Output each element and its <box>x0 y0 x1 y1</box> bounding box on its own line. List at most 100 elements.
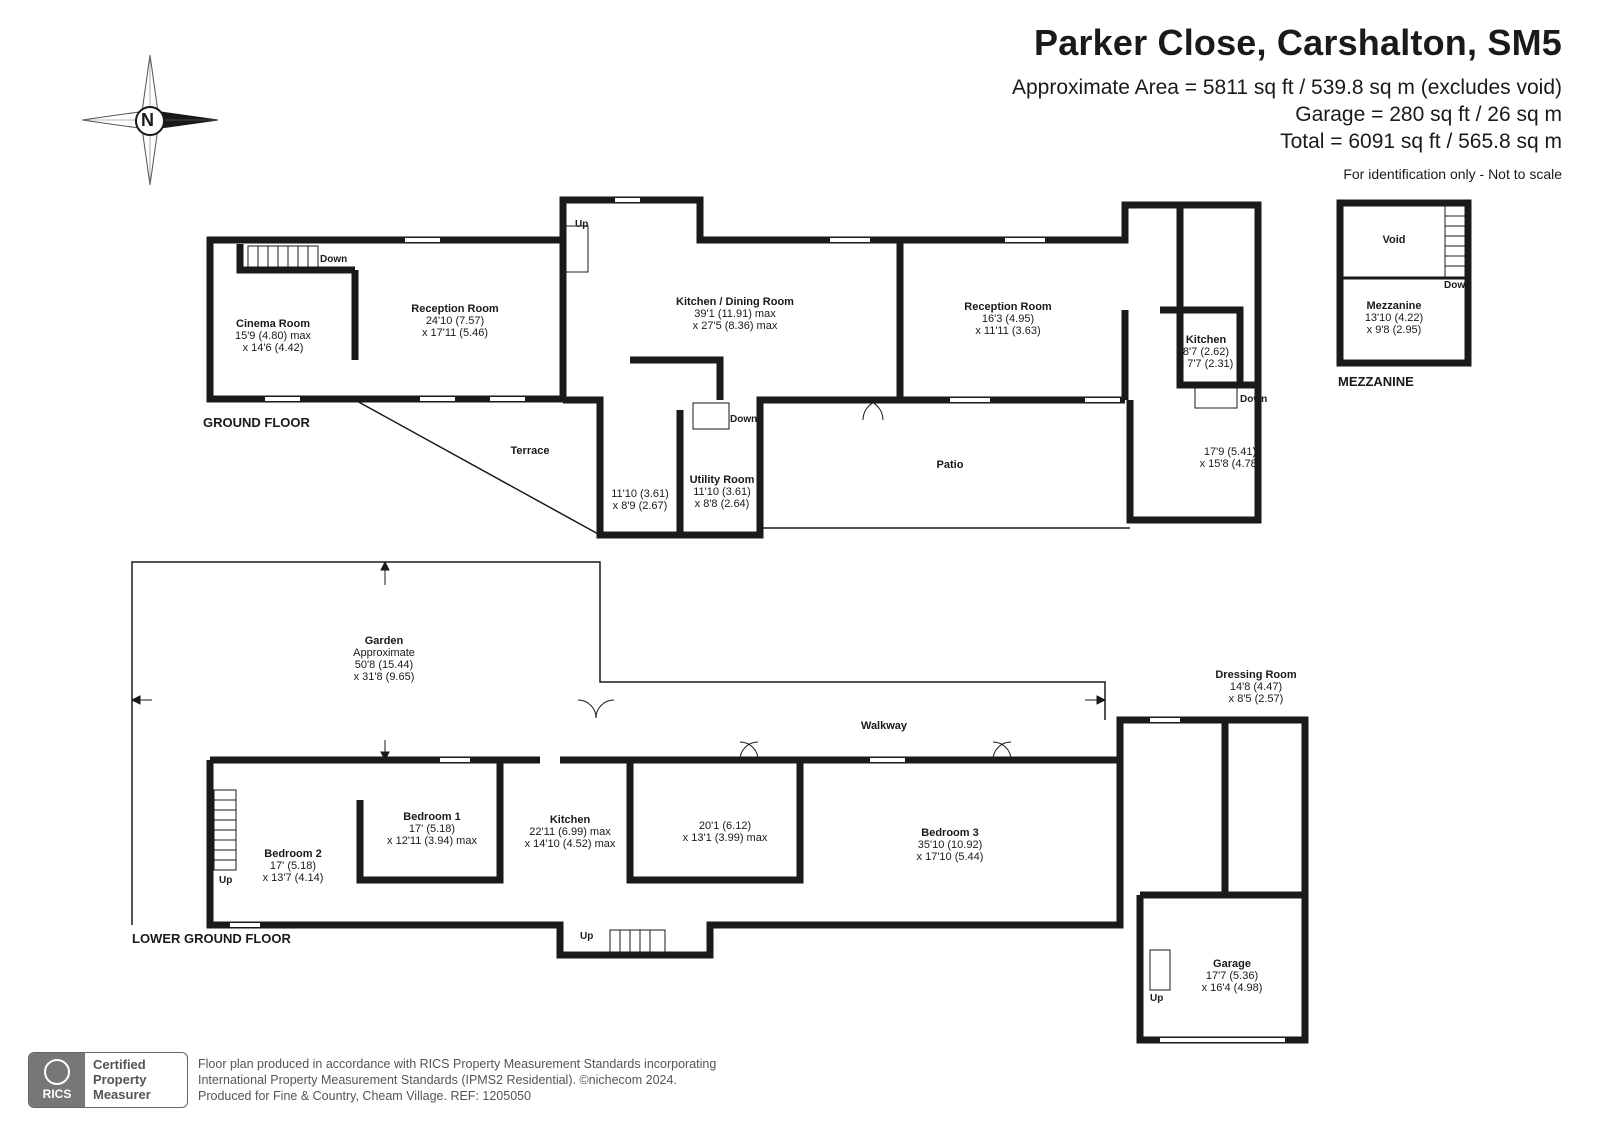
room-dimension: x 17'11 (5.46) <box>421 327 489 339</box>
room-dimension: x 11'11 (3.63) <box>975 325 1041 337</box>
room-name: Bedroom 3 <box>921 827 979 839</box>
rics-logo-icon: RICS <box>29 1053 85 1107</box>
room-dimension: x 7'7 (2.31) <box>1178 358 1234 370</box>
room-dimension: x 8'9 (2.67) <box>612 500 668 512</box>
total-area-line: Total = 6091 sq ft / 565.8 sq m <box>1280 130 1562 153</box>
room-void: Void <box>1382 234 1405 246</box>
room-dimension: x 17'10 (5.44) <box>916 851 984 863</box>
room-name: Dressing Room <box>1215 669 1297 681</box>
footer-line: International Property Measurement Stand… <box>198 1073 677 1087</box>
room-dimension: x 13'7 (4.14) <box>262 872 324 884</box>
footer-line: Floor plan produced in accordance with R… <box>198 1057 717 1071</box>
room-cinema: Cinema Room 15'9 (4.80) max x 14'6 (4.42… <box>235 318 311 354</box>
rics-org-label: RICS <box>42 1087 72 1101</box>
page-title: Parker Close, Carshalton, SM5 <box>1034 22 1562 63</box>
badge-line: Certified <box>93 1057 146 1072</box>
footer-line: Produced for Fine & Country, Cheam Villa… <box>198 1089 532 1103</box>
room-utility: Utility Room 11'10 (3.61) x 8'8 (2.64) <box>690 474 755 510</box>
garage-area-line: Garage = 280 sq ft / 26 sq m <box>1295 103 1562 126</box>
room-dimension: 35'10 (10.92) <box>917 839 983 851</box>
room-dimension: 17' (5.18) <box>269 860 317 872</box>
room-name: Kitchen / Dining Room <box>676 296 794 308</box>
stair-up-label: Up <box>1150 993 1164 1004</box>
room-name: Kitchen <box>1185 334 1227 346</box>
stair-down-label: Down <box>1240 394 1268 405</box>
room-name: Reception Room <box>964 301 1052 313</box>
room-dimension: 11'10 (3.61) <box>693 486 751 498</box>
footer-text: Floor plan produced in accordance with R… <box>198 1056 716 1104</box>
stair-up-label: Up <box>580 931 594 942</box>
room-mezzanine: Mezzanine 13'10 (4.22) x 9'8 (2.95) <box>1365 300 1423 336</box>
room-dimension: x 15'8 (4.78) <box>1199 458 1261 470</box>
stair-up-label: Up <box>219 875 233 886</box>
stair-down-label: Down <box>320 254 348 265</box>
room-unnamed-1110: 11'10 (3.61) x 8'9 (2.67) <box>611 488 669 512</box>
floor-label-ground: GROUND FLOOR <box>203 415 310 430</box>
room-dimension: x 9'8 (2.95) <box>1366 324 1422 336</box>
room-name: Mezzanine <box>1366 300 1422 312</box>
room-dimension: 39'1 (11.91) max <box>694 308 776 320</box>
room-name: Kitchen <box>549 814 591 826</box>
stair-down-label: Down <box>1444 280 1472 291</box>
stair-up-label: Up <box>575 219 589 230</box>
room-garden: Garden Approximate 50'8 (15.44) x 31'8 (… <box>353 635 415 683</box>
room-dimension: 15'9 (4.80) max <box>234 330 312 342</box>
rics-badge: RICS Certified Property Measurer <box>28 1052 188 1108</box>
scale-note: For identification only - Not to scale <box>1343 166 1562 182</box>
outdoor-walkway: Walkway <box>860 720 908 732</box>
room-name: Cinema Room <box>236 318 310 330</box>
room-dimension: x 16'4 (4.98) <box>1201 982 1263 994</box>
room-name: Bedroom 2 <box>264 848 322 860</box>
outdoor-patio: Patio <box>936 459 964 471</box>
floor-label-mezzanine: MEZZANINE <box>1338 374 1414 389</box>
room-note: Approximate <box>353 647 415 659</box>
room-dimension: 24'10 (7.57) <box>425 315 485 327</box>
room-dimension: 17' (5.18) <box>408 823 456 835</box>
room-dimension: 50'8 (15.44) <box>354 659 414 671</box>
room-dimension: x 8'5 (2.57) <box>1228 693 1284 705</box>
room-reception-2: Reception Room 16'3 (4.95) x 11'11 (3.63… <box>964 301 1051 337</box>
stair-down-label: Down <box>730 414 758 425</box>
lower-ground-walls <box>206 716 1309 959</box>
room-bedroom-2: Bedroom 2 17' (5.18) x 13'7 (4.14) <box>263 848 324 884</box>
room-dimension: 17'9 (5.41) <box>1203 446 1257 458</box>
room-dimension: x 8'8 (2.64) <box>694 498 750 510</box>
room-kitchen-dining: Kitchen / Dining Room 39'1 (11.91) max x… <box>676 296 794 332</box>
room-name: Garage <box>1213 958 1251 970</box>
room-reception-1: Reception Room 24'10 (7.57) x 17'11 (5.4… <box>411 303 498 339</box>
room-dimension: 20'1 (6.12) <box>698 820 752 832</box>
room-dimension: x 14'6 (4.42) <box>242 342 304 354</box>
mezzanine-walls <box>1336 199 1472 367</box>
badge-line: Measurer <box>93 1087 151 1102</box>
room-dimension: 13'10 (4.22) <box>1364 312 1424 324</box>
room-dimension: 11'10 (3.61) <box>611 488 669 500</box>
room-kitchen-small: Kitchen 8'7 (2.62) x 7'7 (2.31) <box>1179 334 1234 370</box>
room-dimension: 17'7 (5.36) <box>1205 970 1259 982</box>
room-dimension: x 12'11 (3.94) max <box>387 835 477 847</box>
compass-icon <box>81 54 219 186</box>
room-dimension: x 14'10 (4.52) max <box>524 838 616 850</box>
room-name: Reception Room <box>411 303 499 315</box>
badge-line: Property <box>93 1072 147 1087</box>
room-unnamed-1709: 17'9 (5.41) x 15'8 (4.78) <box>1200 446 1261 470</box>
room-dimension: x 31'8 (9.65) <box>353 671 415 683</box>
room-name: Utility Room <box>689 474 755 486</box>
room-dimension: x 27'5 (8.36) max <box>692 320 778 332</box>
room-name: Bedroom 1 <box>403 811 461 823</box>
room-name: Garden <box>364 635 404 647</box>
room-dimension: 8'7 (2.62) <box>1182 346 1230 358</box>
room-kitchen-lower: Kitchen 22'11 (6.99) max x 14'10 (4.52) … <box>525 814 616 850</box>
floor-label-lower-ground: LOWER GROUND FLOOR <box>132 931 291 946</box>
room-garage: Garage 17'7 (5.36) x 16'4 (4.98) <box>1202 958 1263 994</box>
room-name: Void <box>1382 234 1406 246</box>
compass-letter: N <box>141 110 154 130</box>
room-dressing: Dressing Room 14'8 (4.47) x 8'5 (2.57) <box>1215 669 1296 705</box>
room-dimension: 14'8 (4.47) <box>1229 681 1283 693</box>
room-dimension: x 13'1 (3.99) max <box>682 832 768 844</box>
room-bedroom-1: Bedroom 1 17' (5.18) x 12'11 (3.94) max <box>387 811 477 847</box>
stairs-treads <box>214 215 1465 952</box>
room-unnamed-2001: 20'1 (6.12) x 13'1 (3.99) max <box>683 820 768 844</box>
area-line: Approximate Area = 5811 sq ft / 539.8 sq… <box>1012 76 1562 99</box>
outdoor-terrace: Terrace <box>510 445 550 457</box>
